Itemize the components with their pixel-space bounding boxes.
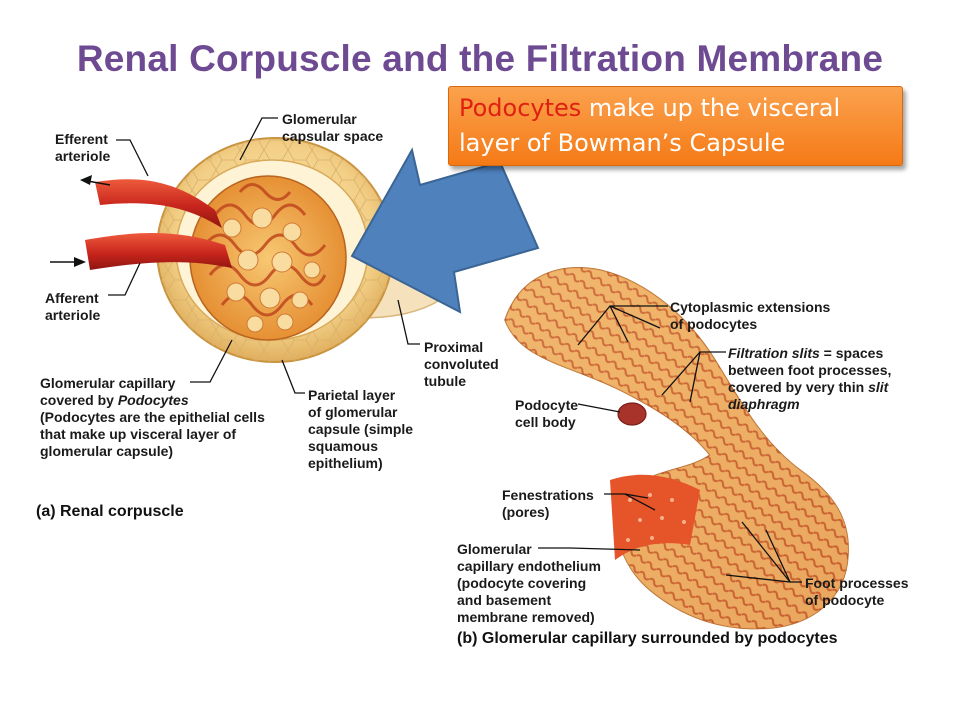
callout-line1: make up the visceral (581, 94, 841, 122)
label-filtration-slits: Filtration slits = spaces between foot p… (728, 345, 892, 412)
caption-glomerular-capillary: (b) Glomerular capillary surrounded by p… (457, 630, 838, 647)
efferent-arteriole-shape (95, 179, 222, 228)
endothelium-shape (610, 474, 700, 560)
callout-line2: layer of Bowman’s Capsule (459, 129, 786, 157)
label-glomerular-capillary: Glomerular capillary covered by Podocyte… (40, 375, 265, 459)
podocyte-capillary-illustration (504, 267, 849, 630)
pointer-arrow-shape (350, 147, 540, 314)
afferent-arteriole-shape (85, 233, 232, 270)
renal-corpuscle-illustration (50, 137, 442, 363)
podocyte-callout: Podocytes make up the visceral layer of … (448, 86, 903, 166)
caption-renal-corpuscle: (a) Renal corpuscle (36, 503, 184, 520)
slide-title: Renal Corpuscle and the Filtration Membr… (76, 38, 884, 79)
podocyte-cell-body-shape (617, 402, 647, 426)
leader-lines (108, 117, 802, 583)
callout-keyword: Podocytes (459, 94, 582, 122)
label-fenestrations: Fenestrations(pores) (502, 487, 594, 520)
